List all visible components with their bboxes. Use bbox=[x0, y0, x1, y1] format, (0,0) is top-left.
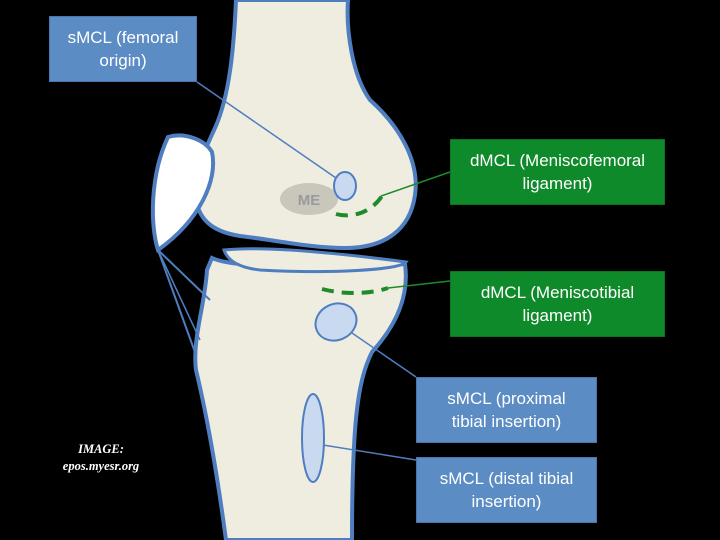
label-line: dMCL (Meniscofemoral bbox=[469, 151, 646, 170]
leader-dmcl-meniscotibial bbox=[387, 280, 451, 289]
label-line: sMCL (femoral bbox=[67, 28, 179, 47]
patellar-ligament-line bbox=[157, 249, 211, 301]
leader-smcl-distal bbox=[322, 444, 417, 461]
image-credit: IMAGE: epos.myesr.org bbox=[42, 441, 160, 475]
smcl-distal-tibial-label: sMCL (distal tibial insertion) bbox=[416, 457, 597, 523]
smcl-proximal-tibial-label: sMCL (proximal tibial insertion) bbox=[416, 377, 597, 443]
patellar-ligament-line bbox=[157, 249, 201, 341]
label-line: insertion) bbox=[471, 492, 542, 511]
leader-smcl-proximal bbox=[351, 332, 417, 378]
leader-dmcl-meniscofemoral bbox=[380, 171, 451, 197]
dmcl-meniscofemoral-label: dMCL (Meniscofemoral ligament) bbox=[450, 139, 665, 205]
dmcl-meniscotibial-label: dMCL (Meniscotibial ligament) bbox=[450, 271, 665, 337]
label-line: origin) bbox=[99, 51, 147, 70]
leader-smcl-femoral bbox=[196, 81, 337, 179]
femur bbox=[193, 0, 418, 251]
label-line: ligament) bbox=[522, 306, 593, 325]
label-line: sMCL (proximal bbox=[447, 389, 566, 408]
label-line: dMCL (Meniscotibial bbox=[480, 283, 635, 302]
patellar-ligament-line bbox=[157, 249, 197, 356]
credit-line: epos.myesr.org bbox=[62, 459, 140, 473]
patella bbox=[150, 133, 216, 254]
label-line: tibial insertion) bbox=[451, 412, 562, 431]
label-line: ligament) bbox=[522, 174, 593, 193]
dmcl-meniscotibial-line bbox=[321, 286, 389, 296]
smcl-femoral-origin-label: sMCL (femoral origin) bbox=[49, 16, 197, 82]
smcl-distal-tibial-marker bbox=[301, 393, 325, 483]
medial-meniscus bbox=[221, 247, 409, 274]
smcl-femoral-origin-marker bbox=[333, 171, 357, 201]
tibia bbox=[193, 255, 408, 540]
me-label: ME bbox=[297, 191, 321, 209]
label-line: sMCL (distal tibial bbox=[439, 469, 574, 488]
dmcl-meniscofemoral-line bbox=[335, 194, 384, 218]
medial-epicondyle-marker bbox=[280, 183, 338, 215]
smcl-proximal-tibial-marker bbox=[314, 302, 358, 342]
credit-line: IMAGE: bbox=[78, 442, 124, 456]
